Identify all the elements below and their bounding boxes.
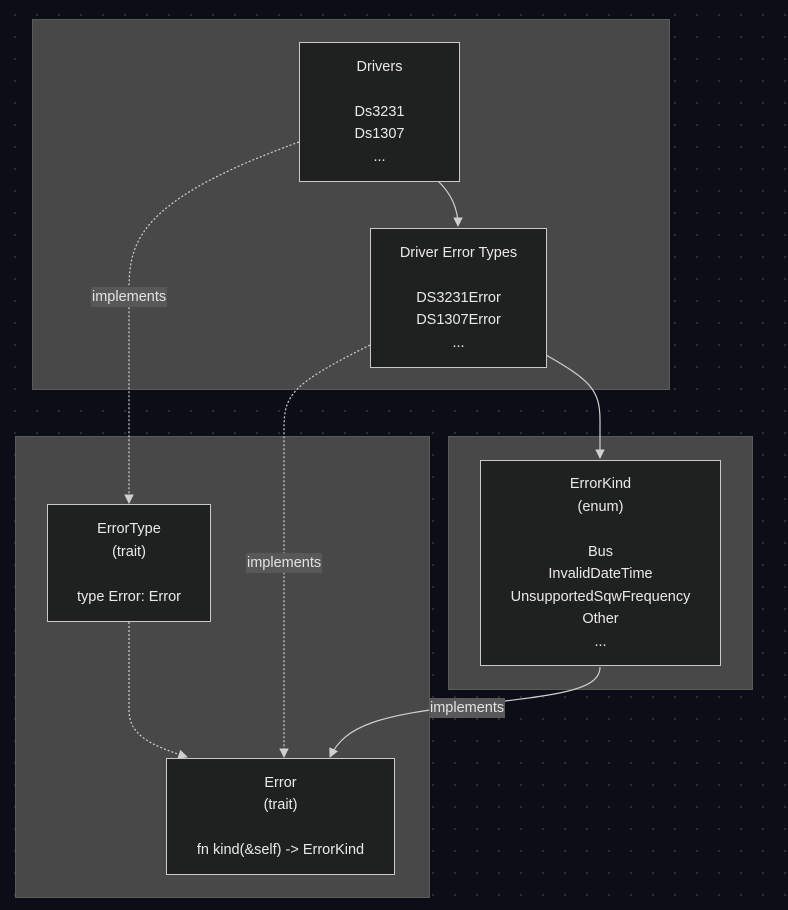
node-error-type-subtitle: (trait) <box>112 543 146 560</box>
node-drivers-item: ... <box>373 148 386 165</box>
edge-label-driver-errors-implements: implements <box>246 553 323 573</box>
node-error-kind-subtitle: (enum) <box>577 498 624 515</box>
node-driver-error-types-title: Driver Error Types <box>399 244 518 261</box>
node-error-kind-item: Other <box>582 611 619 627</box>
node-driver-error-types-item: DS3231Error <box>416 289 501 306</box>
node-error-title: Error <box>264 774 297 791</box>
node-error-item: fn kind(&self) -> ErrorKind <box>196 842 365 858</box>
node-error-kind-item: ... <box>594 633 607 650</box>
node-error-type-item: type Error: Error <box>77 588 181 605</box>
node-error-subtitle: (trait) <box>263 797 298 813</box>
node-error-kind-item: Bus <box>588 543 613 560</box>
node-error-kind-item: UnsupportedSqwFrequency <box>510 588 691 605</box>
node-error-kind-title: ErrorKind <box>569 476 632 492</box>
node-error-type: ErrorType (trait) type Error: Error <box>47 504 211 622</box>
node-driver-error-types-item: DS1307Error <box>416 312 501 329</box>
node-driver-error-types-item: ... <box>452 334 465 351</box>
node-error-kind: ErrorKind (enum) Bus InvalidDateTime Uns… <box>480 460 721 666</box>
node-drivers-item: Ds1307 <box>354 126 405 143</box>
node-error-type-title: ErrorType <box>97 521 161 537</box>
node-error: Error (trait) fn kind(&self) -> ErrorKin… <box>166 758 395 875</box>
node-drivers-title: Drivers <box>356 58 403 75</box>
node-drivers-item: Ds3231 <box>354 103 405 120</box>
node-error-kind-item: InvalidDateTime <box>548 566 653 582</box>
node-driver-error-types: Driver Error Types DS3231Error DS1307Err… <box>370 228 547 368</box>
node-drivers: Drivers Ds3231 Ds1307 ... <box>299 42 460 182</box>
edge-label-errorkind-implements: implements <box>429 698 506 718</box>
edge-label-drivers-implements: implements <box>91 287 168 307</box>
